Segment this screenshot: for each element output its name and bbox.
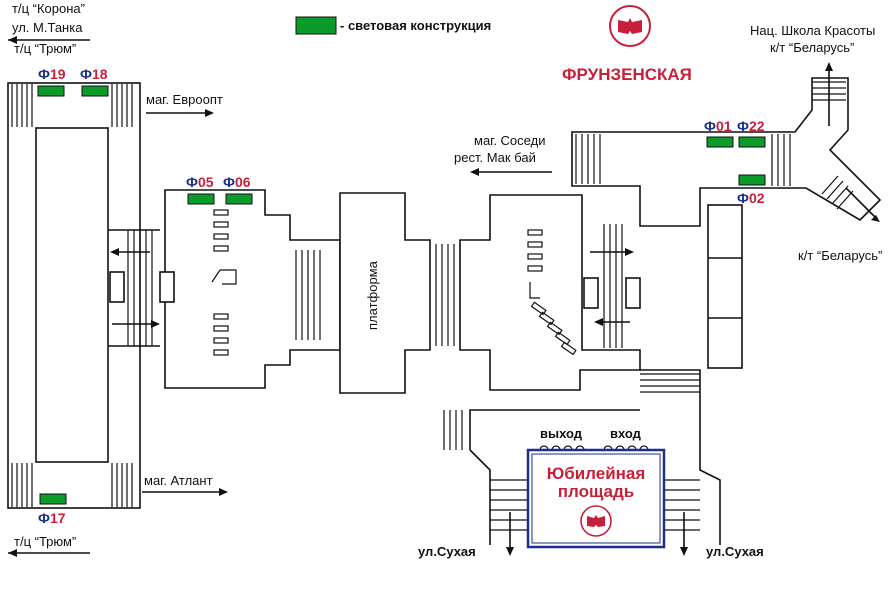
jubilee-title-1: Юбилейная — [547, 464, 646, 483]
platform — [339, 192, 431, 394]
legend-swatch — [295, 16, 337, 35]
stairs-top-left — [11, 84, 33, 127]
code-f05: Ф05 — [186, 174, 214, 190]
code-f22: Ф22 — [737, 118, 765, 134]
code-f17: Ф17 — [38, 510, 66, 526]
stairs-bottom-right — [111, 463, 133, 507]
turnstiles-right — [603, 224, 623, 348]
code-f19: Ф19 — [38, 66, 66, 82]
ticket-booths-right — [527, 229, 577, 356]
stairs-right-top — [575, 81, 854, 210]
light-box-f02 — [738, 174, 766, 186]
light-box-f19 — [37, 85, 65, 97]
stairs-bottom-left — [11, 463, 33, 507]
label-belarus-top: к/т “Беларусь” — [770, 40, 854, 55]
label-street-right: ул.Сухая — [706, 544, 764, 559]
label-korona: т/ц “Корона” — [12, 1, 85, 16]
light-box-f01 — [706, 136, 734, 148]
label-tryum-bottom: т/ц “Трюм” — [14, 534, 76, 549]
label-sosedi: маг. Соседи — [474, 133, 545, 148]
stairs-passage — [443, 373, 700, 450]
label-street-left: ул.Сухая — [418, 544, 476, 559]
turnstiles-bottom — [539, 445, 649, 451]
metro-logo-small-icon — [580, 505, 612, 537]
code-f18: Ф18 — [80, 66, 108, 82]
light-box-f17 — [39, 493, 67, 505]
code-f01: Ф01 — [704, 118, 732, 134]
label-belarus-side: к/т “Беларусь” — [798, 248, 882, 263]
legend-text: - световая конструкция — [340, 18, 491, 33]
light-box-f06 — [225, 193, 253, 205]
right-vestibule — [459, 194, 641, 391]
label-evroopt: маг. Евроопт — [146, 92, 223, 107]
code-f06: Ф06 — [223, 174, 251, 190]
stairs-bottom-exits — [490, 479, 700, 531]
code-f02: Ф02 — [737, 190, 765, 206]
ticket-booths-left — [211, 209, 237, 356]
platform-label: платформа — [365, 260, 380, 330]
stairs-top-right — [111, 84, 133, 127]
light-box-f18 — [81, 85, 109, 97]
label-tryum-top: т/ц “Трюм” — [14, 41, 76, 56]
label-exit: выход — [540, 426, 583, 441]
label-mtanka: ул. М.Танка — [12, 20, 83, 35]
label-entry: вход — [610, 426, 642, 441]
light-box-f05 — [187, 193, 215, 205]
stairs-platform-right — [435, 244, 461, 346]
jubilee-title-2: площадь — [558, 482, 634, 501]
metro-logo-icon — [609, 5, 651, 47]
station-name: ФРУНЗЕНСКАЯ — [562, 65, 692, 84]
stairs-platform-left — [295, 250, 321, 340]
label-mcdonalds: рест. Мак бай — [454, 150, 536, 165]
light-box-f22 — [738, 136, 766, 148]
label-atlant: маг. Атлант — [144, 473, 213, 488]
label-school: Нац. Школа Красоты — [750, 23, 875, 38]
